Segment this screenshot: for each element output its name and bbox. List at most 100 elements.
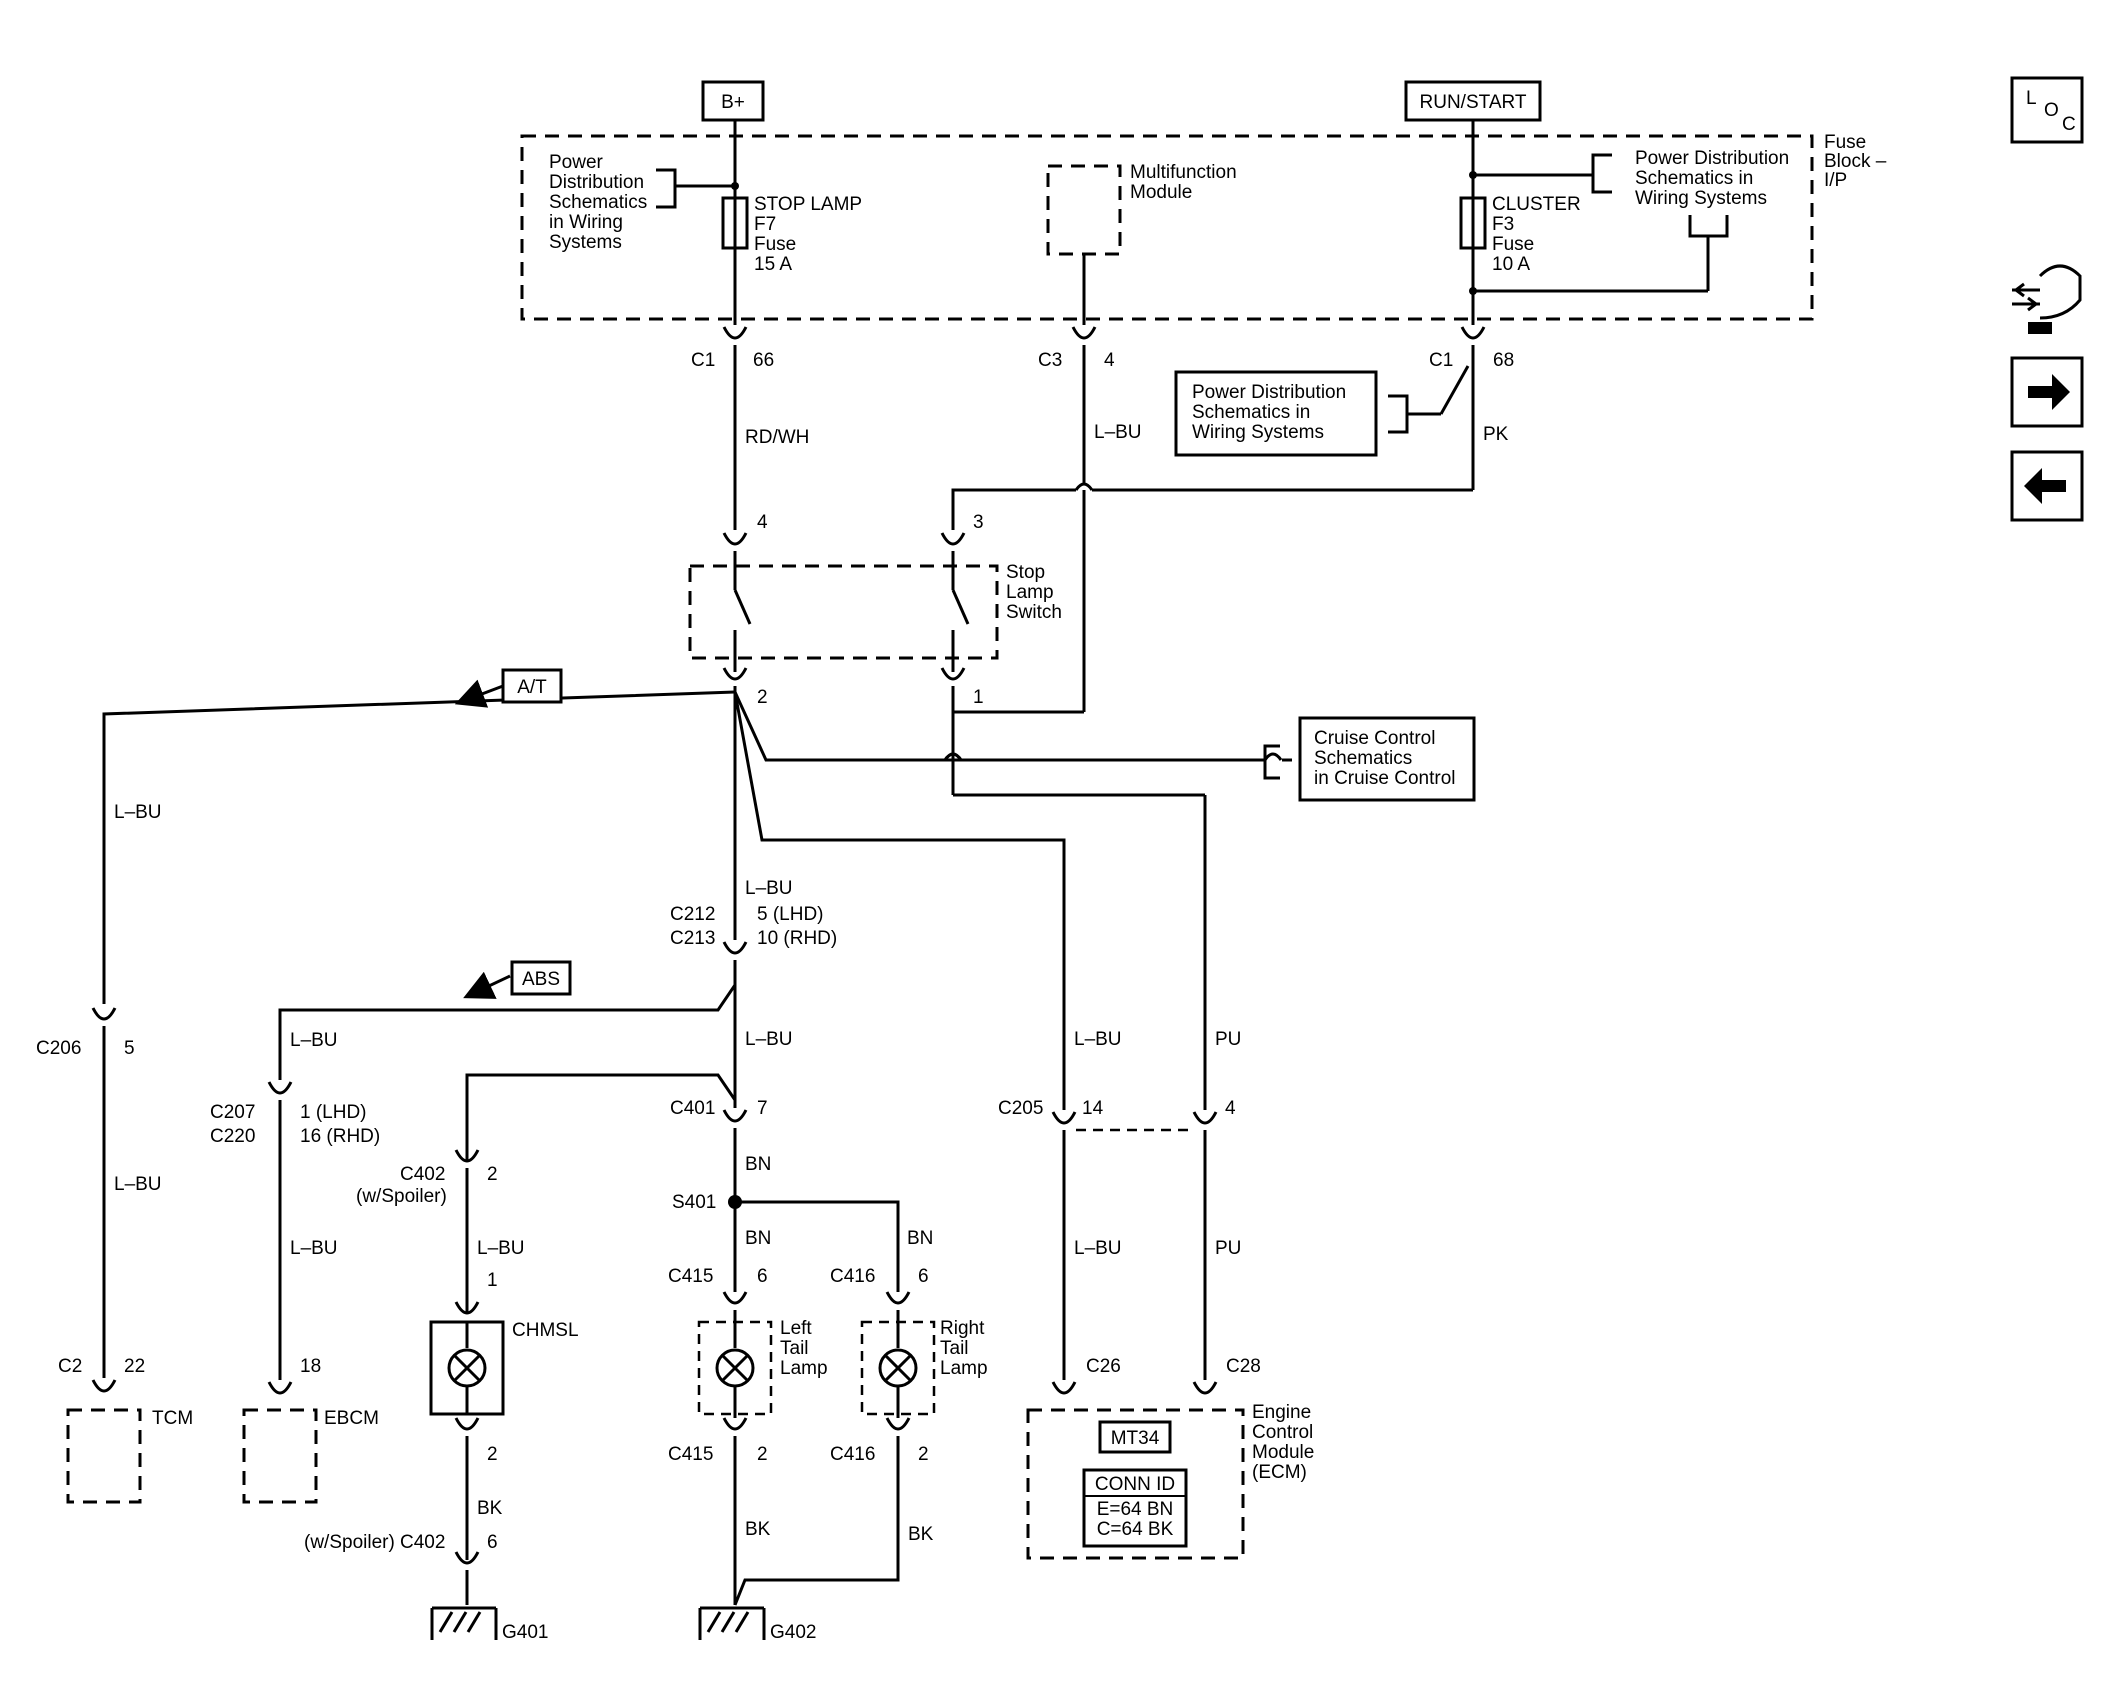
connector-c206: C206 5 bbox=[36, 1038, 135, 1059]
connector-c205: C205 14 4 bbox=[998, 1098, 1236, 1132]
svg-text:10 (RHD): 10 (RHD) bbox=[757, 928, 837, 949]
svg-text:Power Distribution: Power Distribution bbox=[1635, 148, 1789, 169]
svg-text:C=64 BK: C=64 BK bbox=[1097, 1519, 1174, 1540]
svg-text:BN: BN bbox=[907, 1228, 933, 1249]
svg-text:Schematics in: Schematics in bbox=[1192, 402, 1310, 423]
svg-text:L–BU: L–BU bbox=[745, 1029, 793, 1050]
fuse-block-label-2: Block – bbox=[1824, 151, 1887, 172]
svg-text:L: L bbox=[2026, 88, 2037, 109]
connector-c416-bot: C416 2 bbox=[830, 1416, 929, 1465]
svg-text:2: 2 bbox=[757, 687, 768, 708]
svg-text:C207: C207 bbox=[210, 1102, 255, 1123]
svg-text:BN: BN bbox=[745, 1154, 771, 1175]
svg-text:C26: C26 bbox=[1086, 1356, 1121, 1377]
svg-text:C213: C213 bbox=[670, 928, 715, 949]
runstart-source: RUN/START bbox=[1404, 80, 1542, 122]
svg-text:1: 1 bbox=[487, 1270, 498, 1291]
svg-text:7: 7 bbox=[757, 1098, 768, 1119]
svg-text:Tail: Tail bbox=[940, 1338, 969, 1359]
svg-text:6: 6 bbox=[918, 1266, 929, 1287]
svg-text:(w/Spoiler): (w/Spoiler) bbox=[304, 1532, 395, 1553]
svg-text:Distribution: Distribution bbox=[549, 172, 644, 193]
svg-text:L–BU: L–BU bbox=[290, 1238, 338, 1259]
svg-text:BK: BK bbox=[908, 1524, 934, 1545]
svg-text:Multifunction: Multifunction bbox=[1130, 162, 1237, 183]
svg-text:in Cruise Control: in Cruise Control bbox=[1314, 768, 1456, 789]
svg-text:S401: S401 bbox=[672, 1192, 716, 1213]
svg-text:PU: PU bbox=[1215, 1238, 1241, 1259]
arrow-left-icon[interactable] bbox=[2010, 450, 2084, 522]
svg-text:Systems: Systems bbox=[549, 232, 622, 253]
ground-g401: G401 bbox=[430, 1606, 548, 1643]
svg-text:ABS: ABS bbox=[522, 969, 560, 990]
svg-text:L–BU: L–BU bbox=[477, 1238, 525, 1259]
bplus-source: B+ bbox=[701, 80, 765, 122]
svg-text:BK: BK bbox=[745, 1519, 771, 1540]
svg-text:C416: C416 bbox=[830, 1266, 875, 1287]
svg-text:PU: PU bbox=[1215, 1029, 1241, 1050]
svg-text:2: 2 bbox=[918, 1444, 929, 1465]
tcm-module: C2 22 TCM bbox=[58, 1356, 193, 1504]
svg-text:Tail: Tail bbox=[780, 1338, 809, 1359]
svg-text:18: 18 bbox=[300, 1356, 321, 1377]
chmsl-lamp: 1 CHMSL 2 bbox=[429, 1270, 579, 1465]
svg-text:C206: C206 bbox=[36, 1038, 81, 1059]
svg-text:F3: F3 bbox=[1492, 214, 1514, 235]
svg-text:E=64 BN: E=64 BN bbox=[1097, 1499, 1174, 1520]
svg-text:BN: BN bbox=[745, 1228, 771, 1249]
connector-harness-icon[interactable] bbox=[2012, 264, 2082, 334]
svg-text:L–BU: L–BU bbox=[1094, 422, 1142, 443]
svg-text:2: 2 bbox=[757, 1444, 768, 1465]
svg-text:Schematics: Schematics bbox=[1314, 748, 1412, 769]
ground-g402: G402 bbox=[698, 1606, 816, 1643]
svg-text:C415: C415 bbox=[668, 1266, 713, 1287]
pd-ref-middle: Power Distribution Schematics in Wiring … bbox=[1174, 365, 1470, 457]
svg-text:C402: C402 bbox=[400, 1532, 445, 1553]
svg-text:14: 14 bbox=[1082, 1098, 1104, 1119]
svg-text:5 (LHD): 5 (LHD) bbox=[757, 904, 824, 925]
svg-text:CONN ID: CONN ID bbox=[1095, 1474, 1175, 1495]
svg-text:16 (RHD): 16 (RHD) bbox=[300, 1126, 380, 1147]
svg-text:L–BU: L–BU bbox=[745, 878, 793, 899]
bplus-label: B+ bbox=[721, 92, 745, 113]
svg-text:PK: PK bbox=[1483, 424, 1509, 445]
svg-text:1: 1 bbox=[973, 687, 984, 708]
connector-c402-bot: (w/Spoiler) C402 6 bbox=[304, 1532, 498, 1565]
svg-text:C3: C3 bbox=[1038, 350, 1062, 371]
svg-text:CHMSL: CHMSL bbox=[512, 1320, 579, 1341]
connector-c415-top: C415 6 bbox=[668, 1266, 768, 1305]
svg-text:5: 5 bbox=[124, 1038, 135, 1059]
location-icon[interactable]: L O C bbox=[2010, 76, 2084, 144]
svg-text:F7: F7 bbox=[754, 214, 776, 235]
connector-c1-66: C1 66 bbox=[691, 325, 774, 371]
svg-text:Right: Right bbox=[940, 1318, 985, 1339]
svg-text:C2: C2 bbox=[58, 1356, 82, 1377]
connector-c3-4: C3 4 bbox=[1038, 325, 1115, 371]
arrow-right-icon[interactable] bbox=[2010, 356, 2084, 428]
svg-text:Lamp: Lamp bbox=[940, 1358, 988, 1379]
pd-ref-right: Power Distribution Schematics in Wiring … bbox=[1473, 148, 1789, 293]
svg-text:C401: C401 bbox=[670, 1098, 715, 1119]
svg-text:C: C bbox=[2062, 114, 2076, 135]
svg-text:L–BU: L–BU bbox=[114, 802, 162, 823]
svg-text:BK: BK bbox=[477, 1498, 503, 1519]
svg-text:Left: Left bbox=[780, 1318, 812, 1339]
svg-text:Engine: Engine bbox=[1252, 1402, 1311, 1423]
connector-c415-bot: C415 2 bbox=[668, 1416, 768, 1465]
ebcm-module: 18 EBCM bbox=[242, 1356, 379, 1504]
svg-text:A/T: A/T bbox=[517, 677, 547, 698]
svg-text:3: 3 bbox=[973, 512, 984, 533]
svg-text:G401: G401 bbox=[502, 1622, 548, 1643]
connector-c402-top: C402 (w/Spoiler) 2 bbox=[356, 1148, 498, 1207]
svg-text:C212: C212 bbox=[670, 904, 715, 925]
svg-text:Power: Power bbox=[549, 152, 604, 173]
svg-text:Wiring Systems: Wiring Systems bbox=[1192, 422, 1324, 443]
svg-text:15 A: 15 A bbox=[754, 254, 792, 275]
svg-text:1 (LHD): 1 (LHD) bbox=[300, 1102, 367, 1123]
svg-text:22: 22 bbox=[124, 1356, 145, 1377]
svg-text:Module: Module bbox=[1252, 1442, 1314, 1463]
svg-text:Module: Module bbox=[1130, 182, 1192, 203]
svg-text:G402: G402 bbox=[770, 1622, 816, 1643]
svg-text:68: 68 bbox=[1493, 350, 1514, 371]
